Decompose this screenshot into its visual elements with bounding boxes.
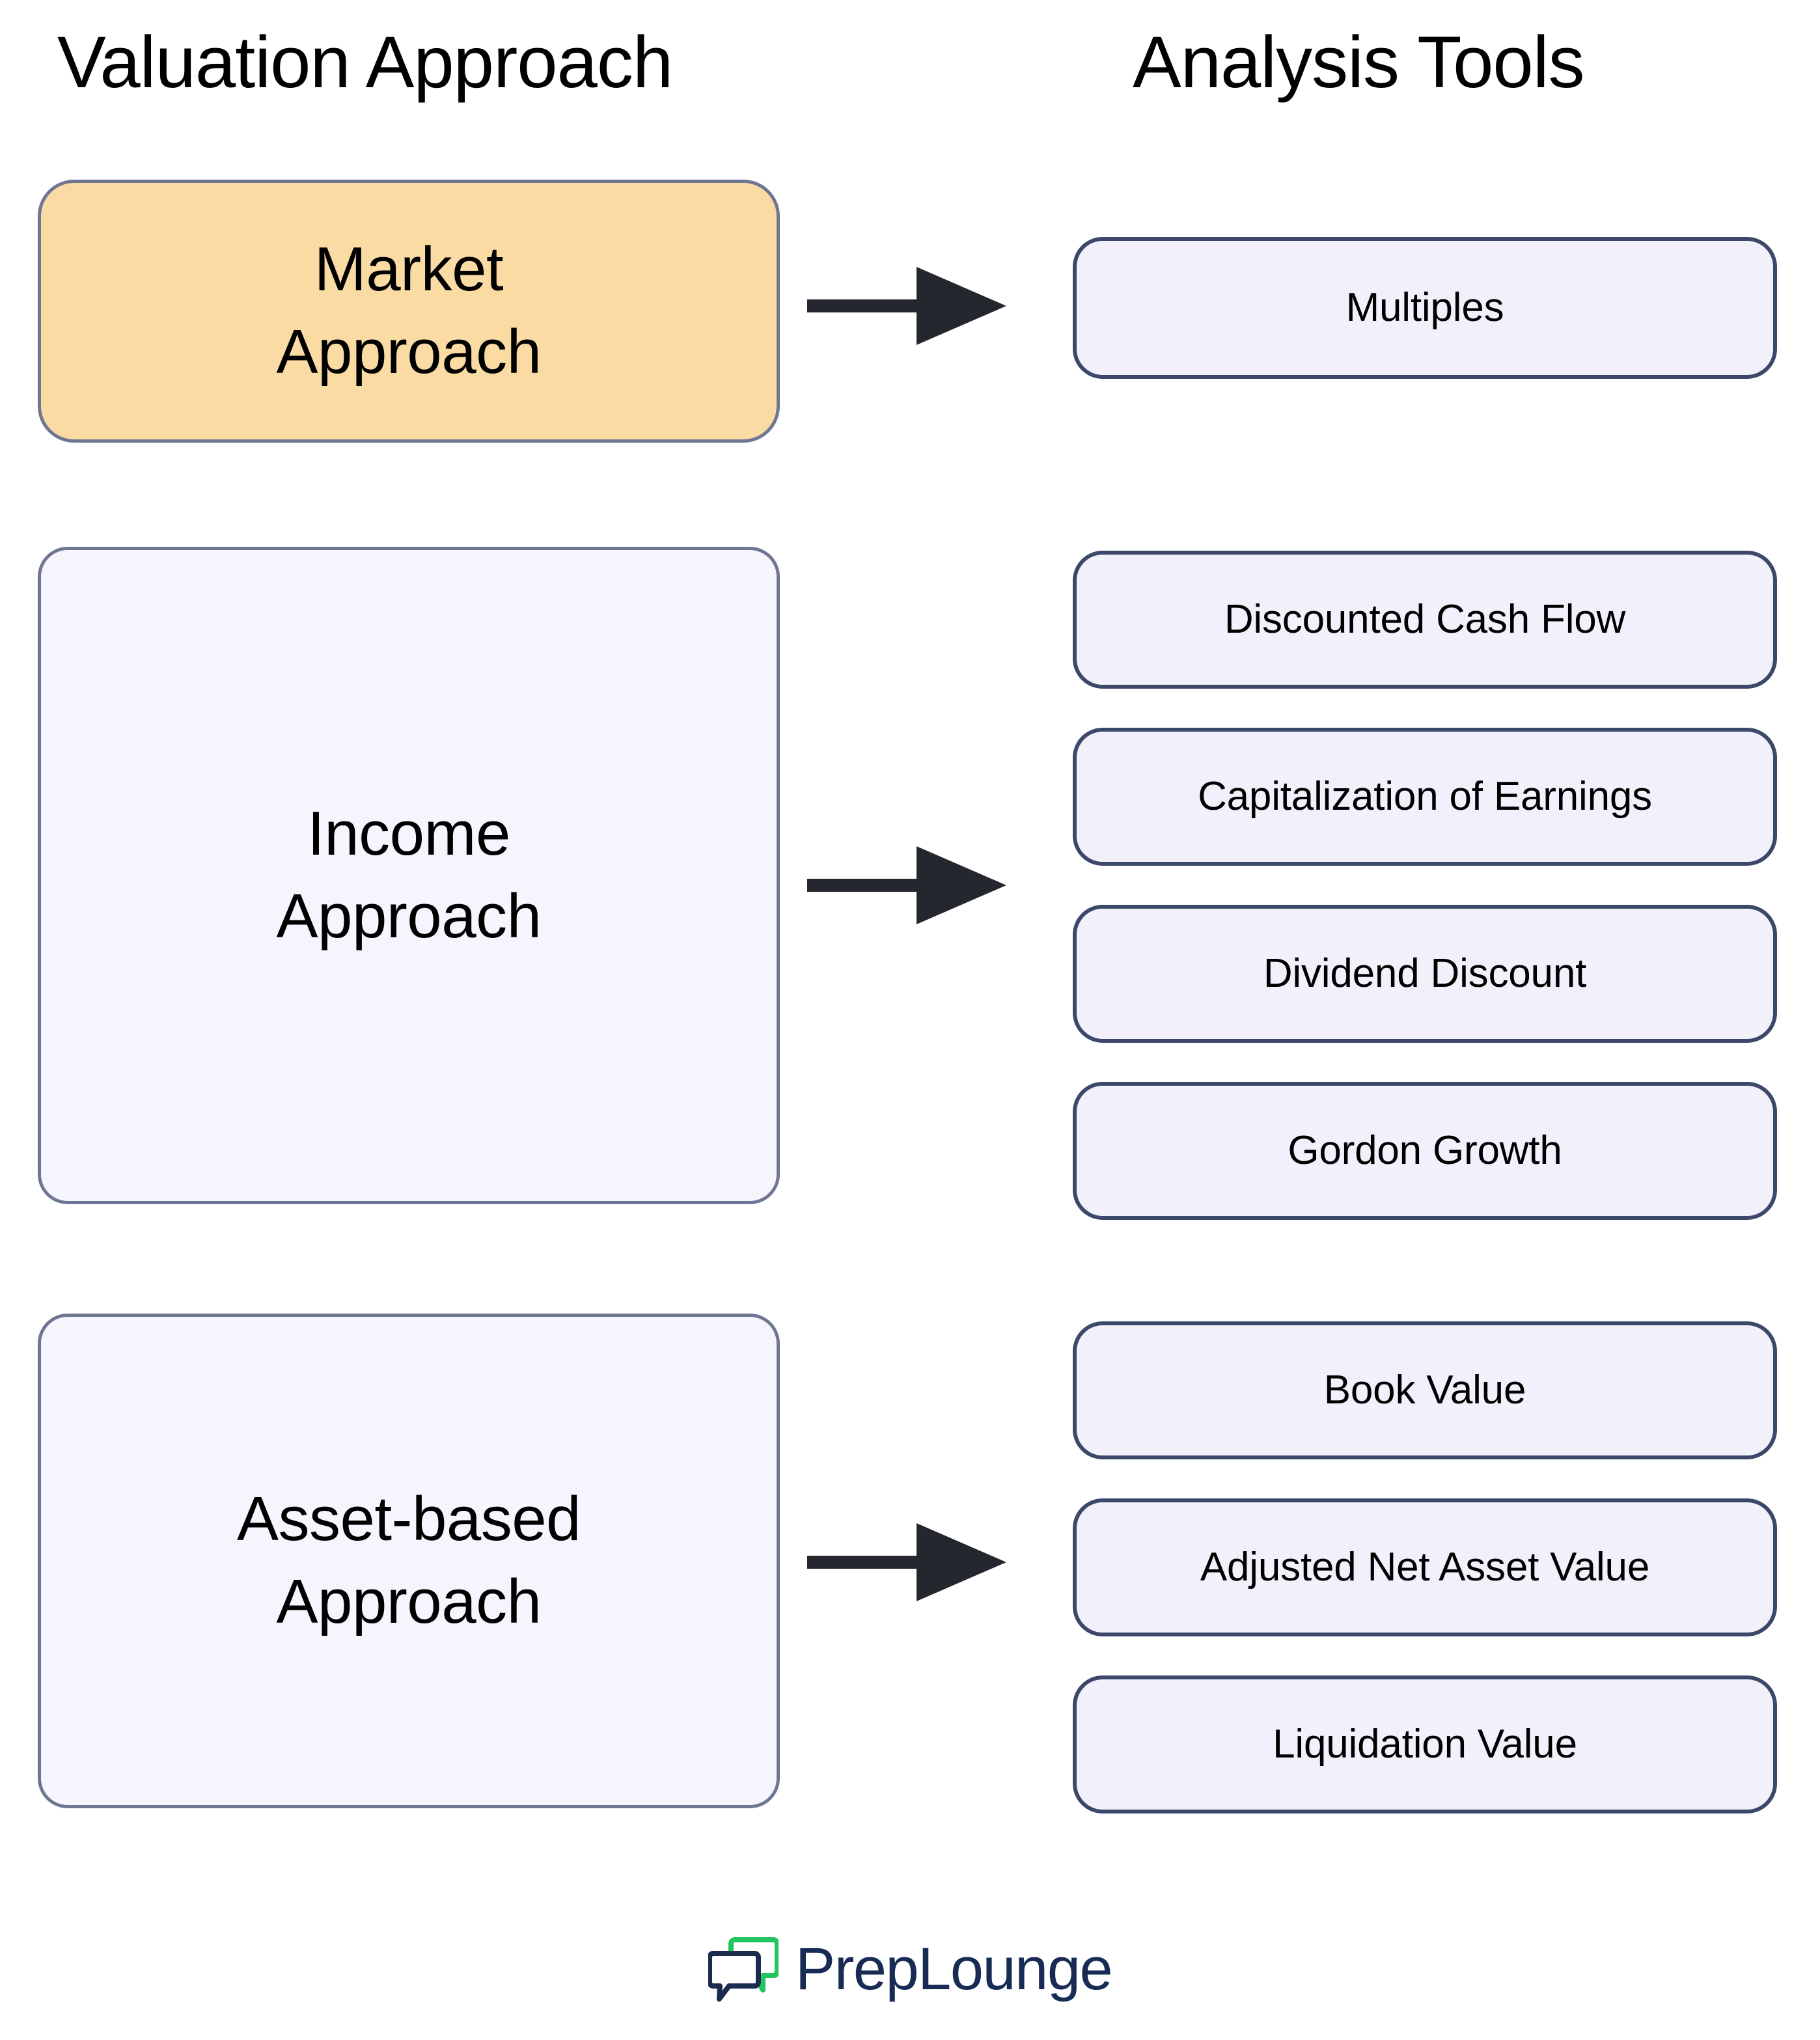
tool-label-multiples: Multiples <box>1345 284 1504 330</box>
tool-label-dividend-discount: Dividend Discount <box>1263 950 1587 996</box>
approach-label-income-line1: Income <box>307 799 510 869</box>
tool-box-capitalization-of-earnings[interactable]: Capitalization of Earnings <box>1073 728 1777 866</box>
tool-box-gordon-growth[interactable]: Gordon Growth <box>1073 1082 1777 1220</box>
tool-box-book-value[interactable]: Book Value <box>1073 1321 1777 1459</box>
tool-label-capitalization-of-earnings: Capitalization of Earnings <box>1198 773 1652 819</box>
approach-box-market[interactable]: Market Approach <box>38 180 780 443</box>
tool-box-discounted-cash-flow[interactable]: Discounted Cash Flow <box>1073 551 1777 689</box>
approach-box-income[interactable]: Income Approach <box>38 547 780 1204</box>
arrow-income-to-tools <box>807 846 1006 924</box>
tool-box-dividend-discount[interactable]: Dividend Discount <box>1073 905 1777 1043</box>
arrow-market-to-tools <box>807 267 1006 345</box>
approach-label-income-line2: Approach <box>276 881 542 951</box>
tool-label-book-value: Book Value <box>1323 1367 1526 1413</box>
approach-label-asset-based-line1: Asset-based <box>236 1484 581 1554</box>
brand-footer: PrepLounge <box>0 1937 1820 2002</box>
brand-name: PrepLounge <box>795 1936 1113 2002</box>
approach-label-market-line2: Approach <box>276 317 542 387</box>
tool-box-adjusted-net-asset-value[interactable]: Adjusted Net Asset Value <box>1073 1498 1777 1636</box>
approach-label-asset-based-line2: Approach <box>276 1567 542 1636</box>
approach-label-asset-based: Asset-based Approach <box>237 1478 581 1643</box>
approach-label-market: Market Approach <box>277 228 542 393</box>
approach-label-income: Income Approach <box>277 793 542 958</box>
tool-box-multiples[interactable]: Multiples <box>1073 237 1777 379</box>
approach-label-market-line1: Market <box>314 234 504 305</box>
arrow-asset-to-tools <box>807 1523 1006 1601</box>
tool-label-adjusted-net-asset-value: Adjusted Net Asset Value <box>1200 1544 1650 1590</box>
approach-box-asset-based[interactable]: Asset-based Approach <box>38 1314 780 1808</box>
tool-box-liquidation-value[interactable]: Liquidation Value <box>1073 1675 1777 1813</box>
tool-label-discounted-cash-flow: Discounted Cash Flow <box>1224 596 1626 642</box>
column-header-valuation-approach: Valuation Approach <box>57 21 673 103</box>
tool-label-gordon-growth: Gordon Growth <box>1288 1127 1562 1173</box>
speech-bubbles-icon <box>708 1937 779 2002</box>
tool-label-liquidation-value: Liquidation Value <box>1273 1721 1577 1767</box>
column-header-analysis-tools: Analysis Tools <box>1133 21 1585 103</box>
